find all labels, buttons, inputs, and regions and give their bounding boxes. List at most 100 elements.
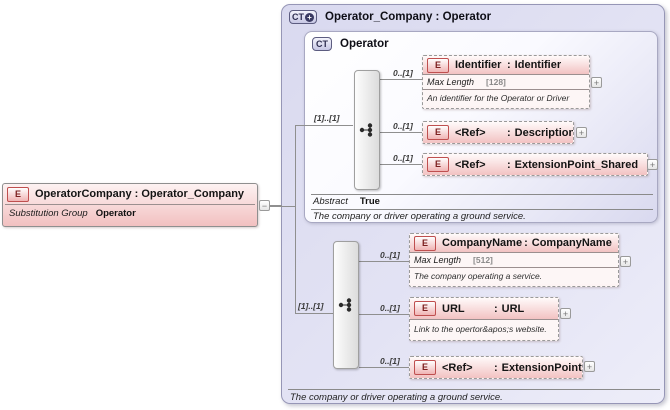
divider: [5, 204, 255, 205]
cardinality-label: 0..[1]: [380, 356, 400, 366]
colon: :: [507, 158, 511, 171]
panel-annotation: The company or driver operating a ground…: [290, 392, 503, 403]
substitution-group-value: Operator: [95, 208, 136, 219]
sequence-connector[interactable]: [354, 70, 380, 190]
element-title: OperatorCompany : Operator_Company: [35, 188, 245, 200]
facet-row: Max Length [512]: [410, 252, 618, 267]
colon: :: [494, 361, 498, 374]
cardinality-label: 0..[1]: [380, 303, 400, 313]
cardinality-label: 0..[1]: [380, 250, 400, 260]
connector-trunk-line: [295, 125, 296, 314]
expand-button[interactable]: +: [620, 256, 631, 267]
substitution-group-row: Substitution Group Operator: [3, 205, 257, 219]
sequence-icon: [359, 123, 373, 137]
cardinality-label: 0..[1]: [393, 68, 413, 78]
element-name: <Ref>: [442, 361, 473, 374]
divider: [311, 209, 653, 210]
cardinality-label: 0..[1]: [393, 153, 413, 163]
base-type-panel: CT Operator 0..: [304, 31, 658, 223]
expand-button[interactable]: +: [591, 77, 602, 88]
element-name: Identifier: [455, 59, 502, 71]
element-icon: E: [7, 186, 29, 202]
cardinality-label: [1]..[1]: [298, 301, 324, 311]
element-companyname-box[interactable]: E CompanyName : CompanyName Max Length […: [409, 233, 619, 287]
panel-header: CT + Operator_Company : Operator: [289, 10, 491, 24]
element-description-ref-box[interactable]: E <Ref> : Description: [422, 121, 574, 144]
element-icon: E: [427, 157, 449, 172]
derived-plus-icon: +: [305, 12, 314, 22]
element-icon: E: [414, 301, 436, 316]
element-description: The company operating a service.: [410, 267, 618, 284]
element-url-box[interactable]: E URL : URL Link to the opertor&apos;s w…: [409, 297, 559, 341]
element-name: <Ref>: [455, 126, 486, 139]
panel-title: Operator_Company : Operator: [325, 11, 492, 23]
cardinality-label: 0..[1]: [393, 121, 413, 131]
cardinality-label: [1]..[1]: [314, 113, 340, 123]
element-type: URL: [501, 302, 525, 315]
expand-button[interactable]: +: [576, 127, 587, 138]
element-extensionpoint-box[interactable]: E <Ref> : ExtensionPoint: [409, 356, 583, 379]
element-title-row: E <Ref> : ExtensionPoint: [410, 357, 582, 378]
connector-line: [359, 367, 409, 368]
element-icon: E: [414, 235, 436, 251]
expand-button[interactable]: +: [647, 159, 658, 170]
expand-button[interactable]: +: [560, 308, 571, 319]
abstract-value: True: [359, 196, 380, 207]
facet-value: [128]: [486, 77, 506, 87]
element-icon: E: [414, 360, 436, 375]
connector-line: [380, 164, 422, 165]
element-title-row: E <Ref> : ExtensionPoint_Shared: [423, 154, 647, 175]
element-type: Identifier: [514, 59, 562, 71]
divider: [311, 194, 653, 195]
colon: :: [507, 59, 511, 71]
sequence-icon: [338, 298, 352, 312]
complex-type-icon: CT: [312, 37, 332, 51]
element-name: <Ref>: [455, 158, 486, 171]
base-panel-title: Operator: [340, 38, 389, 50]
connector-line: [270, 205, 282, 206]
element-title-row: E Identifier : Identifier: [423, 56, 589, 74]
connector-line: [359, 261, 409, 262]
expand-button[interactable]: +: [584, 361, 595, 372]
element-extensionpoint-shared-box[interactable]: E <Ref> : ExtensionPoint_Shared: [422, 153, 648, 176]
connector-line: [295, 125, 353, 126]
element-name: CompanyName: [442, 237, 523, 249]
facet-value: [512]: [473, 255, 493, 265]
element-title-row: E <Ref> : Description: [423, 122, 573, 143]
base-panel-header: CT Operator: [312, 37, 389, 51]
element-type: ExtensionPoint_Shared: [514, 158, 639, 171]
element-icon: E: [427, 57, 449, 73]
element-title-row: E OperatorCompany : Operator_Company: [3, 184, 257, 204]
base-panel-annotation: The company or driver operating a ground…: [313, 211, 526, 222]
element-title-row: E URL : URL: [410, 298, 558, 319]
connector-line: [380, 79, 422, 80]
sequence-connector[interactable]: [333, 241, 359, 369]
connector-line: [295, 313, 334, 314]
element-type: CompanyName: [531, 237, 612, 249]
facet-label: Max Length: [427, 77, 475, 87]
connector-line: [359, 314, 409, 315]
element-name: URL: [442, 302, 465, 315]
complex-type-icon-text: CT: [292, 12, 304, 22]
element-title-row: E CompanyName : CompanyName: [410, 234, 618, 252]
facet-row: Max Length [128]: [423, 74, 589, 89]
element-description: An identifier for the Operator or Driver: [423, 89, 589, 106]
element-description: Link to the opertor&apos;s website.: [410, 319, 558, 339]
element-operatorcompany-box[interactable]: E OperatorCompany : Operator_Company Sub…: [2, 183, 258, 227]
element-identifier-box[interactable]: E Identifier : Identifier Max Length [12…: [422, 55, 590, 109]
complex-type-icon-text: CT: [316, 39, 328, 49]
element-type: Description: [514, 126, 574, 139]
element-type: ExtensionPoint: [501, 361, 582, 374]
colon: :: [524, 237, 528, 249]
complex-type-icon: CT +: [289, 10, 317, 24]
element-icon: E: [427, 125, 449, 140]
facet-label: Max Length: [414, 255, 462, 265]
colon: :: [494, 302, 498, 315]
abstract-row: Abstract True: [313, 196, 380, 207]
substitution-group-label: Substitution Group: [9, 208, 88, 219]
divider: [288, 389, 660, 390]
collapse-toggle-button[interactable]: −: [259, 200, 270, 211]
complex-type-panel: CT + Operator_Company : Operator [1]..[1…: [270, 4, 665, 404]
connector-line: [380, 132, 422, 133]
